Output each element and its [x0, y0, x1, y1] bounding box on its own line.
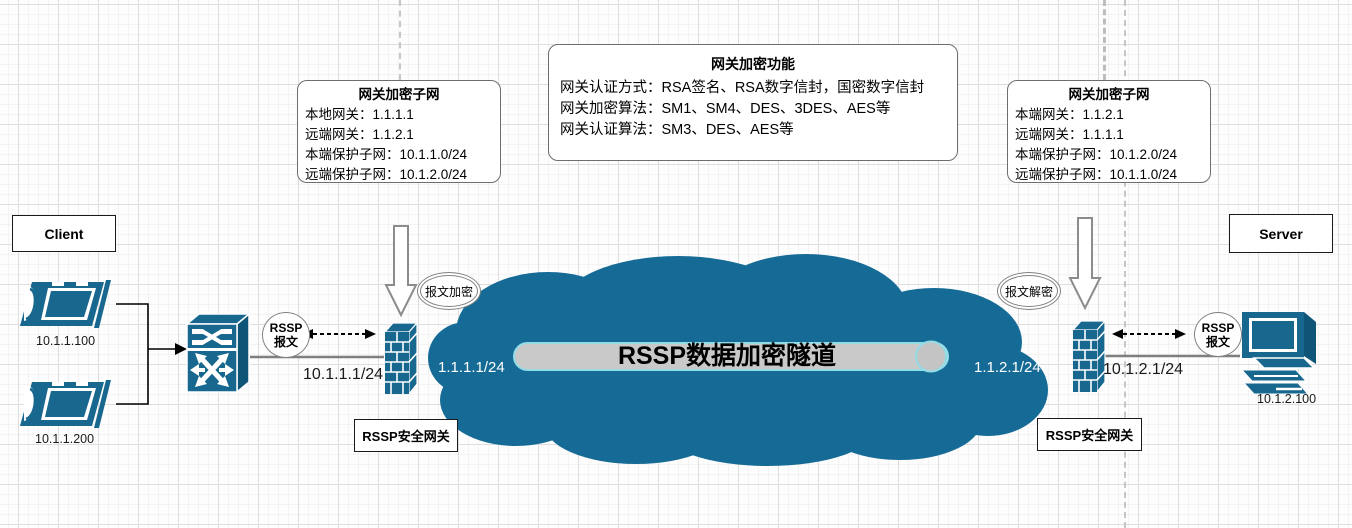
- note-line: 远端网关：1.1.1.1: [1015, 127, 1124, 142]
- lan-switch: [184, 308, 252, 399]
- note-line: 网关加密算法：SM1、SM4、DES、3DES、AES等: [560, 101, 891, 117]
- host-ip-label: 10.1.1.200: [35, 432, 95, 446]
- gateway-label-box-right: RSSP安全网关: [1037, 418, 1142, 451]
- host-ip-label: 10.1.2.100: [1257, 392, 1317, 406]
- desktop-computer-icon: [1240, 312, 1316, 395]
- gateway-label-box-left: RSSP安全网关: [354, 419, 458, 452]
- hollow-down-arrow-right: [1068, 217, 1102, 311]
- segment-ip-right: 10.1.2.1/24: [1103, 361, 1184, 378]
- rssp-message-ellipse-right: RSSP 报文: [1194, 312, 1242, 357]
- rssp-message-text: 报文: [273, 335, 298, 349]
- subnet-note-left: 网关加密子网 本地网关：1.1.1.1 远端网关：1.1.2.1 本端保护子网：…: [297, 80, 501, 183]
- hollow-down-arrow-left: [384, 225, 418, 318]
- security-gateway-firewall-right: [1070, 318, 1108, 399]
- note-title: 网关加密功能: [711, 56, 795, 72]
- firewall-brick-icon: [1071, 319, 1107, 394]
- note-line: 远端保护子网：10.1.2.0/24: [305, 167, 468, 182]
- client-arrowhead: [175, 343, 187, 355]
- server-host: [1240, 308, 1326, 401]
- client-host-1: [16, 276, 116, 339]
- page-break-dash-right: [1103, 0, 1106, 80]
- client-host-2: [16, 376, 116, 439]
- multilayer-switch-icon: [184, 312, 252, 394]
- note-title: 网关加密子网: [358, 87, 440, 102]
- rssp-message-text: RSSP: [1201, 320, 1235, 335]
- rssp-message-text: RSSP: [269, 321, 303, 335]
- note-line: 网关认证方式：RSA签名、RSA数字信封，国密数字信封: [560, 80, 925, 96]
- laptop-icon: [20, 380, 111, 428]
- rssp-message-text: 报文: [1205, 334, 1230, 349]
- network-cloud-shape: [428, 254, 1048, 466]
- server-label-box: Server: [1229, 214, 1333, 253]
- tunnel-label: RSSP数据加密隧道: [617, 342, 837, 370]
- note-line: 网关认证算法：SM3、DES、AES等: [560, 122, 794, 138]
- subnet-note-right: 网关加密子网 本端网关：1.1.2.1 远端网关：1.1.1.1 本端保护子网：…: [1007, 80, 1211, 183]
- gateway-function-note: 网关加密功能 网关认证方式：RSA签名、RSA数字信封，国密数字信封 网关加密算…: [548, 44, 958, 161]
- note-line: 远端网关：1.1.2.1: [305, 127, 414, 142]
- page-break-dash-right-full: [1124, 0, 1126, 528]
- tunnel-ip-right: 1.1.2.1/24: [974, 359, 1041, 376]
- dashed-arrow-right: [1112, 329, 1186, 339]
- decrypt-annotation-ellipse: 报文解密: [997, 272, 1061, 310]
- pipe-end-cap: [915, 340, 947, 373]
- note-line: 本端保护子网：10.1.2.0/24: [1015, 147, 1178, 162]
- note-line: 本地网关：1.1.1.1: [305, 107, 414, 122]
- laptop-icon: [20, 280, 111, 328]
- rssp-message-ellipse-left: RSSP 报文: [262, 312, 310, 358]
- firewall-brick-icon: [383, 321, 419, 396]
- client-label-box: Client: [12, 215, 116, 252]
- security-gateway-firewall-left: [382, 320, 420, 401]
- encrypt-annotation-ellipse: 报文加密: [417, 272, 481, 310]
- tunnel-ip-left: 1.1.1.1/24: [438, 359, 505, 376]
- note-line: 本端保护子网：10.1.1.0/24: [305, 147, 468, 162]
- segment-ip-left: 10.1.1.1/24: [303, 366, 384, 383]
- client-connector-line: [116, 303, 149, 405]
- note-title: 网关加密子网: [1068, 87, 1150, 102]
- host-ip-label: 10.1.1.100: [36, 334, 96, 348]
- tunnel-pipe: [513, 340, 949, 373]
- dashed-arrow-left: [302, 329, 376, 339]
- note-line: 本端网关：1.1.2.1: [1015, 107, 1124, 122]
- page-break-dash-left: [399, 0, 401, 80]
- note-line: 远端保护子网：10.1.1.0/24: [1015, 167, 1178, 182]
